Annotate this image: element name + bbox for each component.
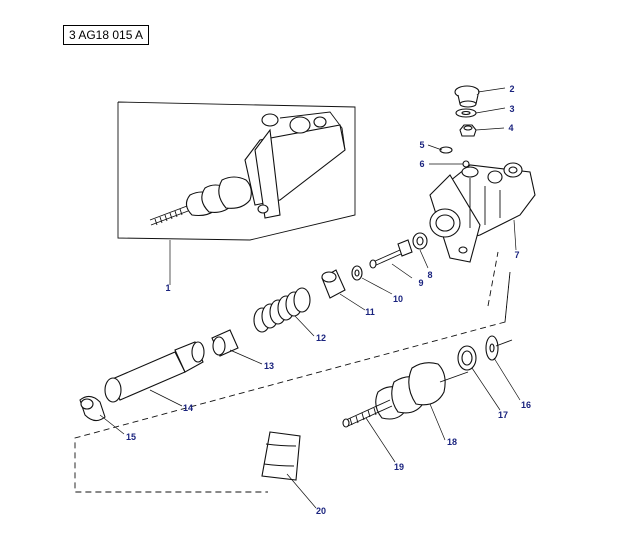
callout-1-label: 1 <box>165 283 170 293</box>
part-17-clip-drawing <box>457 345 477 371</box>
part-11-piston-cup-drawing <box>321 269 346 299</box>
part-4-nut-drawing <box>459 124 477 137</box>
part-18-boot-drawing <box>375 362 446 420</box>
callout-16[interactable]: 16 <box>521 400 531 410</box>
callout-4[interactable]: 4 <box>508 123 513 133</box>
callout-17-label: 17 <box>498 410 508 420</box>
callout-14[interactable]: 14 <box>183 403 193 413</box>
reference-code: 3 AG18 015 A <box>63 25 150 45</box>
callout-15-label: 15 <box>126 432 136 442</box>
callout-10-label: 10 <box>393 294 403 304</box>
callout-6-label: 6 <box>419 159 424 169</box>
callout-18-label: 18 <box>447 437 457 447</box>
callout-2[interactable]: 2 <box>509 84 514 94</box>
callout-12[interactable]: 12 <box>316 333 326 343</box>
callout-20-label: 20 <box>316 506 326 516</box>
callout-11-label: 11 <box>365 307 375 317</box>
callout-7-label: 7 <box>514 250 519 260</box>
callout-11[interactable]: 11 <box>365 307 375 317</box>
callout-8-label: 8 <box>427 270 432 280</box>
callout-5[interactable]: 5 <box>419 140 424 150</box>
callout-16-label: 16 <box>521 400 531 410</box>
part-10-washer-drawing <box>351 265 363 281</box>
callout-17[interactable]: 17 <box>498 410 508 420</box>
callout-10[interactable]: 10 <box>393 294 403 304</box>
callout-5-label: 5 <box>419 140 424 150</box>
callout-9-label: 9 <box>418 278 423 288</box>
callout-3-label: 3 <box>509 104 514 114</box>
callout-6[interactable]: 6 <box>419 159 424 169</box>
callout-18[interactable]: 18 <box>447 437 457 447</box>
callout-9[interactable]: 9 <box>418 278 423 288</box>
callout-19-label: 19 <box>394 462 404 472</box>
inset-frame <box>117 101 356 241</box>
part-16-washer-drawing <box>485 335 513 361</box>
callout-4-label: 4 <box>508 123 513 133</box>
part-13-cup-drawing <box>211 329 239 357</box>
callout-13-label: 13 <box>264 361 274 371</box>
part-2-cap-drawing <box>454 85 480 108</box>
part-9-bolt-drawing <box>369 239 413 269</box>
callout-14-label: 14 <box>183 403 193 413</box>
part-5-small-washer-drawing <box>439 146 453 154</box>
exploded-axis-frame <box>74 251 511 493</box>
part-8-seal-drawing <box>412 232 428 250</box>
callout-20[interactable]: 20 <box>316 506 326 516</box>
assembled-master-cylinder-drawing <box>149 111 346 226</box>
part-14-piston-drawing <box>104 341 205 403</box>
callout-15[interactable]: 15 <box>126 432 136 442</box>
part-15-end-cap-drawing <box>79 395 106 422</box>
callout-7[interactable]: 7 <box>514 250 519 260</box>
part-3-washer-drawing <box>455 108 477 118</box>
part-19-push-rod-drawing <box>342 371 469 428</box>
callout-19[interactable]: 19 <box>394 462 404 472</box>
callout-3[interactable]: 3 <box>509 104 514 114</box>
callout-1[interactable]: 1 <box>165 283 170 293</box>
callout-2-label: 2 <box>509 84 514 94</box>
callout-12-label: 12 <box>316 333 326 343</box>
callout-13[interactable]: 13 <box>264 361 274 371</box>
leader-lines <box>99 87 521 509</box>
part-7-cylinder-body-drawing <box>429 162 536 263</box>
part-20-sachet-drawing <box>261 431 301 481</box>
callout-8[interactable]: 8 <box>427 270 432 280</box>
part-12-spring-drawing <box>253 287 311 333</box>
